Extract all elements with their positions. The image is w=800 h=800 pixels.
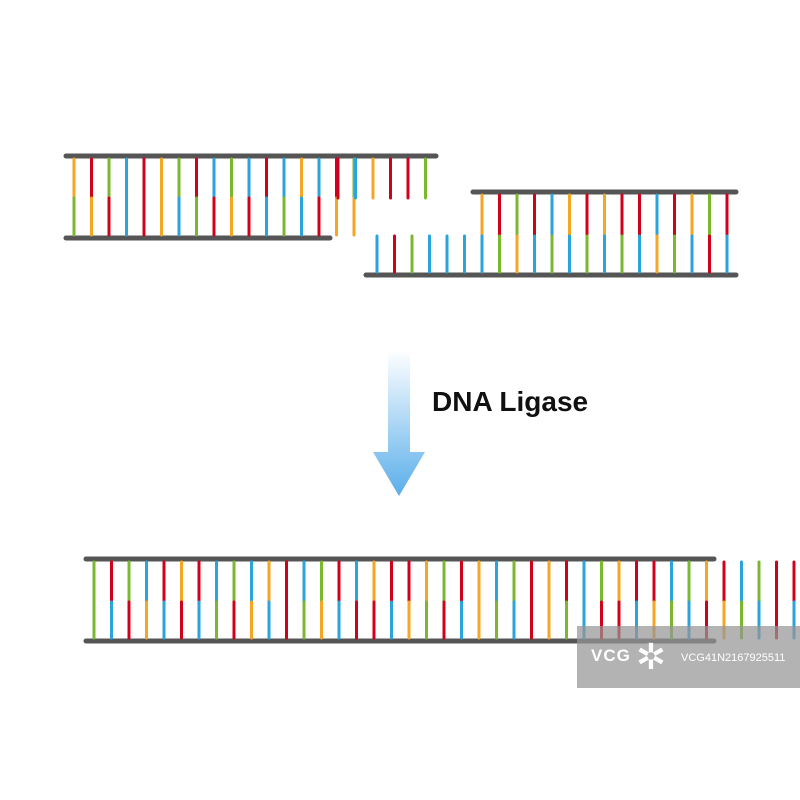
ligated-dna-molecule [83,556,796,644]
watermark-id: VCG41N2167925511 [681,652,786,664]
down-arrow-icon [373,350,425,496]
watermark-logo: VCG [591,646,631,665]
ligation-arrow [373,350,425,496]
left-dna-fragment [63,153,439,241]
pinwheel-icon: ✲ [635,637,667,678]
right-dna-fragment [363,189,739,278]
process-label: DNA Ligase [432,386,589,417]
watermark: VCG ✲ VCG41N2167925511 [577,626,800,688]
